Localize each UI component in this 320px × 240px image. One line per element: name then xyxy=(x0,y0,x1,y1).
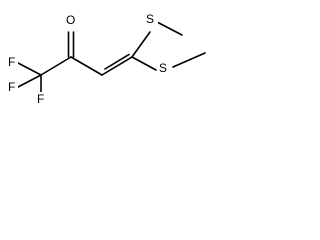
bond-s2-me2 xyxy=(172,52,206,68)
chemical-structure: F F F O S S xyxy=(6,12,206,107)
fluorine-1-bg xyxy=(6,55,18,70)
bond-c4-s2 xyxy=(131,56,157,71)
bond-c1-f2 xyxy=(17,74,42,88)
bond-s1-me1 xyxy=(156,21,183,36)
bond-c1-c2 xyxy=(40,56,72,76)
bond-c3-c4 xyxy=(101,56,133,76)
oxygen-label: O xyxy=(66,13,75,27)
sulfur-2-bg xyxy=(157,61,171,76)
sulfur-1-label: S xyxy=(146,12,154,26)
fluorine-3-label: F xyxy=(37,92,44,106)
oxygen-bg xyxy=(64,13,78,28)
bond-c4-s1 xyxy=(131,31,151,58)
sulfur-2-label: S xyxy=(159,61,167,75)
fluorine-2-label: F xyxy=(8,80,15,94)
fluorine-2-bg xyxy=(6,80,18,95)
fluorine-3-bg xyxy=(35,92,47,107)
bonds xyxy=(17,21,206,93)
bond-c2-c3 xyxy=(70,56,103,76)
fluorine-1-label: F xyxy=(8,55,15,69)
atom-labels: F F F O S S xyxy=(6,12,171,107)
sulfur-1-bg xyxy=(144,12,158,27)
bond-c1-f1 xyxy=(17,62,42,76)
bond-c3-c4-inner xyxy=(104,53,130,70)
